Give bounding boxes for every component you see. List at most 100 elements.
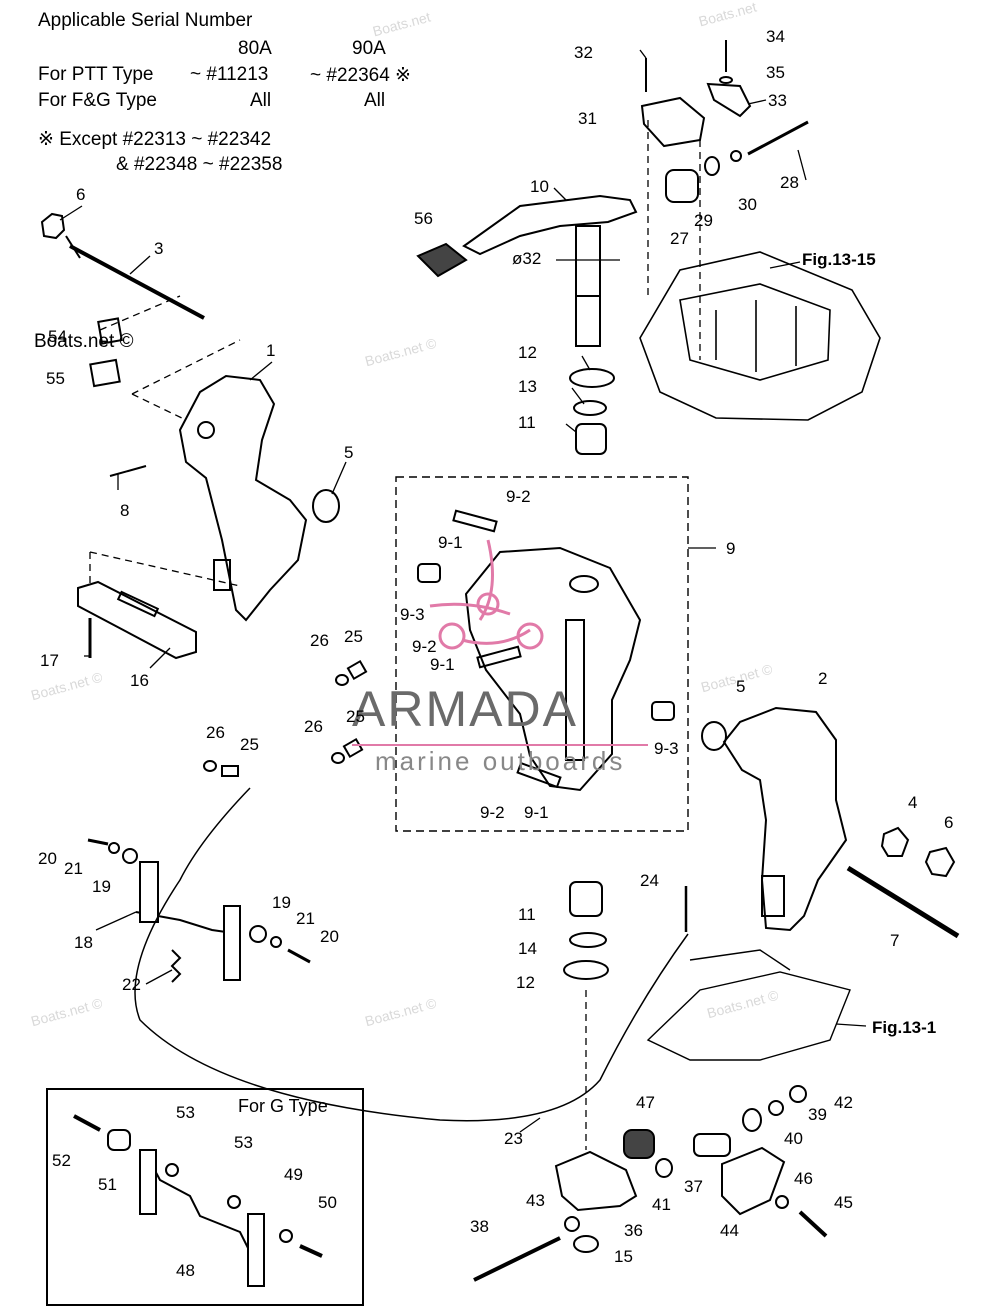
- part-label[interactable]: 6: [76, 185, 86, 204]
- part-label[interactable]: 52: [52, 1151, 71, 1170]
- part-label[interactable]: 9-2: [506, 487, 531, 506]
- part-label[interactable]: 44: [720, 1221, 739, 1240]
- part-label[interactable]: 29: [694, 211, 713, 230]
- part-label[interactable]: 25: [344, 627, 363, 646]
- part-label[interactable]: 1: [266, 341, 276, 360]
- part-label[interactable]: 13: [518, 377, 537, 396]
- part-label[interactable]: 24: [640, 871, 659, 890]
- part-label[interactable]: 54: [48, 327, 67, 346]
- part-label[interactable]: 9-2: [412, 637, 437, 656]
- part-label[interactable]: 20: [38, 849, 57, 868]
- part-label[interactable]: 22: [122, 975, 141, 994]
- part-label[interactable]: 9-1: [438, 533, 463, 552]
- part-label[interactable]: 16: [130, 671, 149, 690]
- part-label[interactable]: 9-3: [654, 739, 679, 758]
- part-54-plate: [97, 317, 123, 345]
- part-23-cable: [134, 787, 689, 1122]
- part-label[interactable]: 40: [784, 1129, 803, 1148]
- part-label[interactable]: 56: [414, 209, 433, 228]
- part-label[interactable]: 25: [240, 735, 259, 754]
- part-9-1-pin-b: [476, 645, 522, 669]
- part-40-collar: [742, 1108, 762, 1132]
- part-label[interactable]: 51: [98, 1175, 117, 1194]
- part-label[interactable]: 11: [518, 905, 536, 924]
- part-37-plunger: [693, 1133, 731, 1157]
- fig-ref-13-15[interactable]: Fig.13-15: [802, 250, 876, 269]
- part-label[interactable]: 10: [530, 177, 549, 196]
- part-label[interactable]: 21: [64, 859, 83, 878]
- part-label[interactable]: 18: [74, 933, 93, 952]
- part-label[interactable]: 31: [578, 109, 597, 128]
- part-label[interactable]: 41: [652, 1195, 671, 1214]
- part-label[interactable]: 7: [890, 931, 900, 950]
- part-label[interactable]: 43: [526, 1191, 545, 1210]
- part-9-1-pin-c: [516, 761, 562, 789]
- part-55-plate: [89, 358, 121, 388]
- part-label[interactable]: 9: [726, 539, 736, 558]
- part-9-3-bushing-a: [417, 563, 441, 583]
- part-label[interactable]: 45: [834, 1193, 853, 1212]
- part-label[interactable]: 33: [768, 91, 787, 110]
- part-label[interactable]: 25: [346, 707, 365, 726]
- part-21-washer-right: [270, 936, 282, 948]
- part-label[interactable]: 12: [518, 343, 537, 362]
- part-label[interactable]: 11: [518, 413, 536, 432]
- part-9-3-bushing-b: [651, 701, 675, 721]
- part-label[interactable]: 35: [766, 63, 785, 82]
- part-20-bolt-right: [287, 948, 311, 964]
- part-label[interactable]: 53: [234, 1133, 253, 1152]
- part-51-collar: [107, 1129, 131, 1151]
- part-label[interactable]: 46: [794, 1169, 813, 1188]
- part-label[interactable]: 9-3: [400, 605, 425, 624]
- part-label[interactable]: 14: [518, 939, 537, 958]
- part-label[interactable]: 5: [736, 677, 746, 696]
- part-5-washer-left: [312, 489, 340, 523]
- part-label[interactable]: 38: [470, 1217, 489, 1236]
- part-label[interactable]: 28: [780, 173, 799, 192]
- part-label[interactable]: 34: [766, 27, 785, 46]
- part-label[interactable]: 42: [834, 1093, 853, 1112]
- part-2-bracket: [722, 706, 848, 932]
- part-label[interactable]: 30: [738, 195, 757, 214]
- part-25-26-grease-nipple-a: [335, 659, 368, 686]
- part-label[interactable]: 9-1: [430, 655, 455, 674]
- part-35-washer: [719, 76, 733, 84]
- part-label[interactable]: 20: [320, 927, 339, 946]
- part-label[interactable]: 27: [670, 229, 689, 248]
- part-label[interactable]: 39: [808, 1105, 827, 1124]
- part-label[interactable]: 8: [120, 501, 130, 520]
- header-except-line1: ※ Except #22313 ~ #22342: [38, 129, 272, 150]
- part-label[interactable]: 9-2: [480, 803, 505, 822]
- part-label[interactable]: 49: [284, 1165, 303, 1184]
- part-label[interactable]: 2: [818, 669, 828, 688]
- part-45-bolt: [798, 1210, 828, 1238]
- part-label[interactable]: 26: [206, 723, 225, 742]
- part-label[interactable]: 3: [154, 239, 164, 258]
- part-label[interactable]: 32: [574, 43, 593, 62]
- part-label[interactable]: 19: [92, 877, 111, 896]
- part-label[interactable]: 6: [944, 813, 954, 832]
- part-label[interactable]: 37: [684, 1177, 703, 1196]
- part-label[interactable]: 21: [296, 909, 315, 928]
- part-label[interactable]: 55: [46, 369, 65, 388]
- part-label[interactable]: 17: [40, 651, 59, 670]
- part-label[interactable]: 19: [272, 893, 291, 912]
- lower-mount-outline: [646, 949, 851, 1061]
- part-label[interactable]: 15: [614, 1247, 633, 1266]
- part-label[interactable]: 36: [624, 1221, 643, 1240]
- part-6-nut: [40, 212, 66, 240]
- part-18-bracket: [135, 861, 241, 981]
- part-label[interactable]: 48: [176, 1261, 195, 1280]
- part-label[interactable]: 5: [344, 443, 354, 462]
- part-15-nut: [573, 1235, 599, 1253]
- part-label[interactable]: 23: [504, 1129, 523, 1148]
- part-label[interactable]: 9-1: [524, 803, 549, 822]
- part-label[interactable]: 53: [176, 1103, 195, 1122]
- part-label[interactable]: 50: [318, 1193, 337, 1212]
- part-label[interactable]: 47: [636, 1093, 655, 1112]
- part-label[interactable]: 4: [908, 793, 918, 812]
- part-label[interactable]: 26: [310, 631, 329, 650]
- fig-ref-13-1[interactable]: Fig.13-1: [872, 1018, 937, 1037]
- part-label[interactable]: 12: [516, 973, 535, 992]
- part-label[interactable]: 26: [304, 717, 323, 736]
